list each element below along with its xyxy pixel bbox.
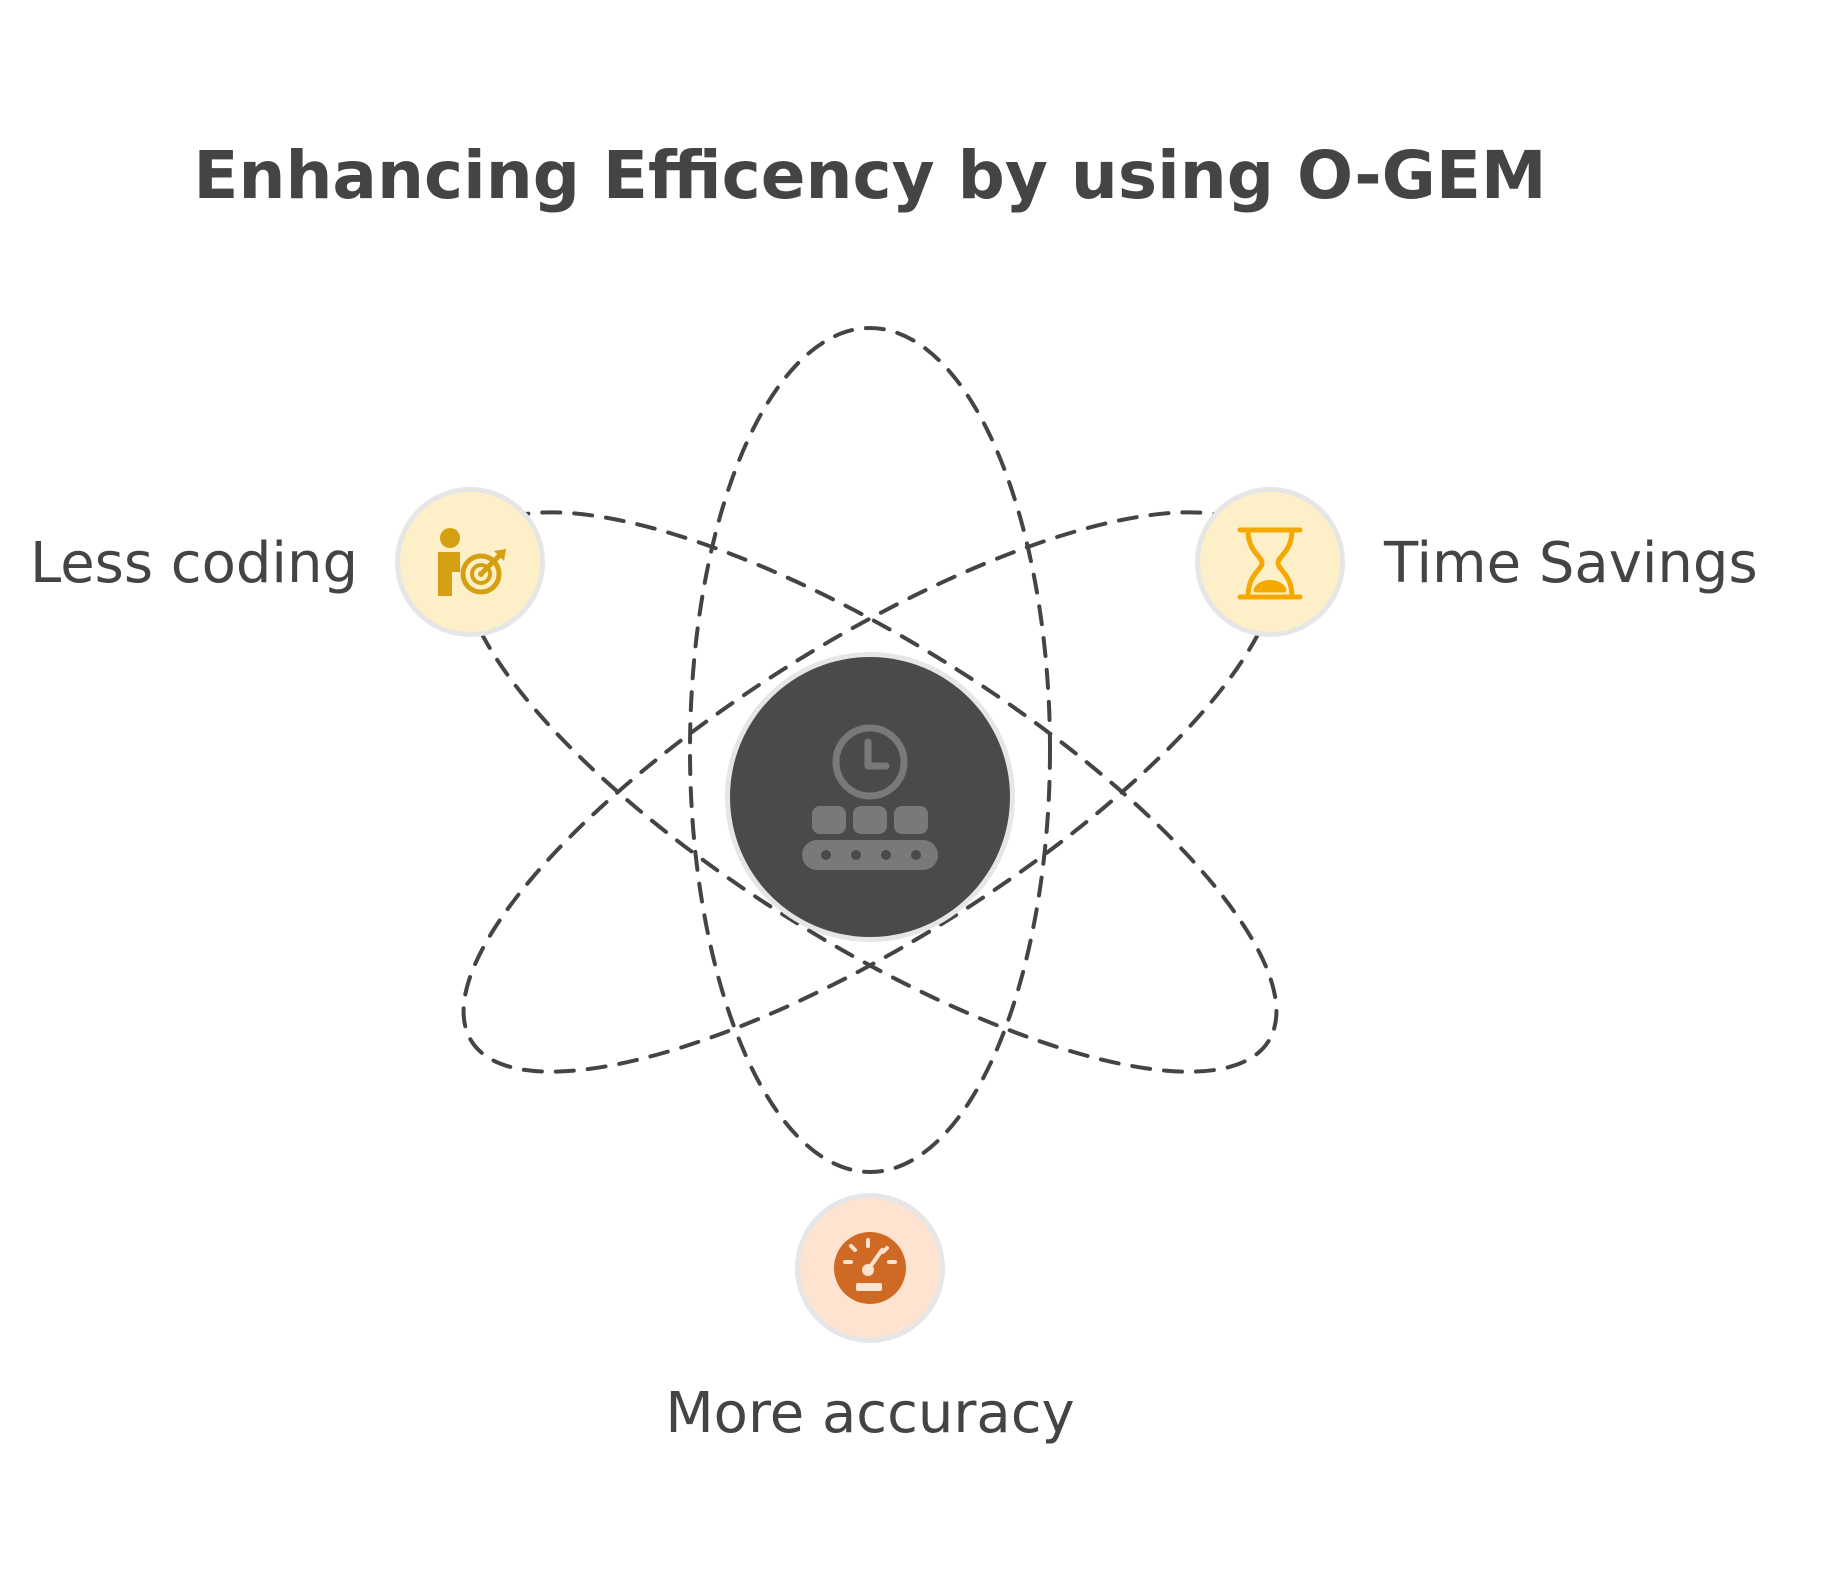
label-time-savings: Time Savings xyxy=(1383,531,1758,596)
hourglass-icon xyxy=(1237,527,1303,600)
speedometer-icon xyxy=(834,1232,906,1304)
center-node xyxy=(725,652,1015,942)
node-less-coding xyxy=(395,487,545,637)
conveyor-clock-icon xyxy=(802,724,938,870)
node-more-accuracy xyxy=(795,1193,945,1343)
node-time-savings-circle xyxy=(1200,492,1340,632)
diagram-title: Enhancing Efficency by using O-GEM xyxy=(193,137,1546,214)
label-less-coding: Less coding xyxy=(30,531,358,596)
node-time-savings xyxy=(1195,487,1345,637)
label-more-accuracy: More accuracy xyxy=(665,1381,1074,1446)
orbit-vertical xyxy=(688,326,1052,1174)
person-target-icon xyxy=(438,528,506,596)
